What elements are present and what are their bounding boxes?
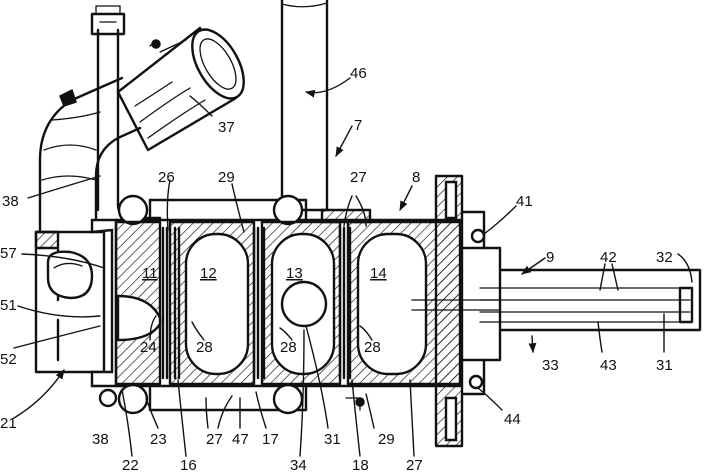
label-37: 37 <box>218 119 235 136</box>
label-29-top: 29 <box>218 169 235 186</box>
label-28-b: 28 <box>280 339 297 356</box>
label-43: 43 <box>600 357 617 374</box>
label-52: 52 <box>0 351 17 368</box>
label-47: 47 <box>232 431 249 448</box>
inlet-housing <box>34 230 106 374</box>
label-46: 46 <box>350 65 367 82</box>
label-29-bottom: 29 <box>378 431 395 448</box>
stage-blocks <box>114 220 462 386</box>
label-34: 34 <box>290 457 307 474</box>
label-38-top: 38 <box>2 193 19 210</box>
label-38-bottom: 38 <box>92 431 109 448</box>
label-13: 13 <box>286 265 303 282</box>
label-8: 8 <box>412 169 420 186</box>
label-32: 32 <box>656 249 673 266</box>
label-51: 51 <box>0 297 17 314</box>
label-11: 11 <box>142 265 158 282</box>
motor-flange <box>411 174 702 448</box>
label-24: 24 <box>140 339 157 356</box>
small-pipe <box>90 5 162 220</box>
label-7: 7 <box>354 117 362 134</box>
label-41: 41 <box>516 193 533 210</box>
label-44: 44 <box>504 411 521 428</box>
label-26: 26 <box>158 169 175 186</box>
label-22: 22 <box>122 457 139 474</box>
label-31-right: 31 <box>656 357 673 374</box>
label-17: 17 <box>262 431 279 448</box>
label-18: 18 <box>352 457 369 474</box>
label-9: 9 <box>546 249 554 266</box>
label-23: 23 <box>150 431 167 448</box>
label-14: 14 <box>370 265 387 282</box>
label-31-bottom: 31 <box>324 431 341 448</box>
leader-lines <box>13 77 693 457</box>
label-57: 57 <box>0 245 17 262</box>
vertical-pipe <box>280 0 372 224</box>
label-16: 16 <box>180 457 197 474</box>
label-28-a: 28 <box>196 339 213 356</box>
label-28-c: 28 <box>364 339 381 356</box>
label-27-top: 27 <box>350 169 367 186</box>
reference-numerals: 46 7 37 38 26 29 27 8 41 9 42 32 57 11 1… <box>0 65 673 474</box>
filter-canister <box>116 26 245 152</box>
label-21: 21 <box>0 415 17 432</box>
label-42: 42 <box>600 249 617 266</box>
separator-plates <box>161 226 352 380</box>
label-33: 33 <box>542 357 559 374</box>
label-12: 12 <box>200 265 217 282</box>
label-27-mid: 27 <box>206 431 223 448</box>
label-27-bottom: 27 <box>406 457 423 474</box>
